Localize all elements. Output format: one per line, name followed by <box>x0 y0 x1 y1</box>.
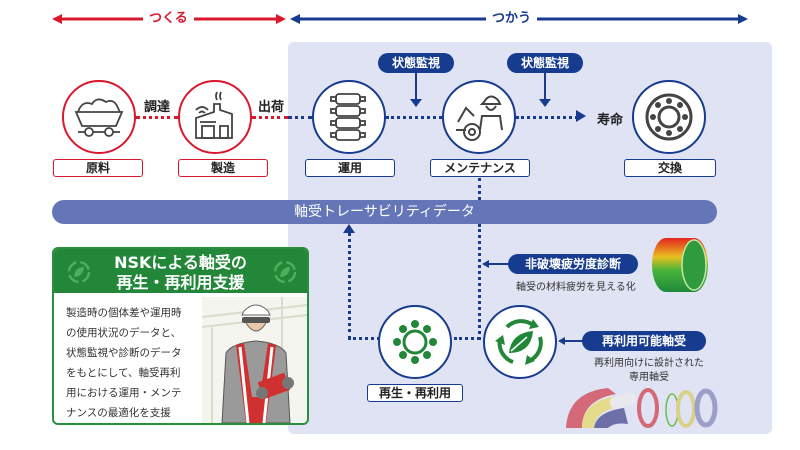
reusable-pill: 再利用可能軸受 <box>582 331 706 351</box>
use-phase-label: つかう <box>486 11 538 27</box>
bearing-green-icon <box>393 320 437 364</box>
recycle-leaf-icon-left <box>67 260 91 284</box>
nsk-support-box: NSKによる軸受の 再生・再利用支援 製造時の個体差や運用時 の使用状況のデータ… <box>52 247 309 425</box>
monitoring-arrowhead-2-icon <box>539 99 551 107</box>
description-line: をもとにして、軸受再利 <box>66 367 181 379</box>
bearing-icon <box>645 93 693 141</box>
procurement-connector <box>136 116 178 119</box>
bearing-parts-image <box>566 388 718 428</box>
rolling-mill-icon <box>330 93 366 141</box>
shipment-label: 出荷 <box>258 100 285 115</box>
shipment-connector-red <box>252 116 288 119</box>
maintenance-label: メンテナンス <box>430 159 530 177</box>
operation-maintenance-connector <box>386 116 442 119</box>
fatigue-ring-image <box>652 238 708 292</box>
factory-icon <box>195 91 233 139</box>
description-line: 用における運用・メンテ <box>66 387 182 399</box>
description-line: 製造時の個体差や運用時 <box>66 307 182 319</box>
regeneration-node <box>378 305 452 379</box>
manufacturing-node <box>178 80 252 154</box>
maintenance-down-connector <box>478 178 481 200</box>
traceability-data-bar: 軸受トレーサビリティデータ <box>52 200 717 224</box>
monitoring-pill-1: 状態監視 <box>378 53 454 73</box>
replacement-label: 交換 <box>624 159 716 177</box>
replacement-node <box>632 80 706 154</box>
maintenance-node <box>442 80 516 154</box>
return-loop-bottom-right <box>454 337 480 340</box>
manufacturing-label: 製造 <box>178 159 268 177</box>
ndt-subtitle: 軸受の材料疲労を見える化 <box>516 282 636 293</box>
raw-material-label: 原料 <box>53 159 143 177</box>
worker-illustration <box>202 297 307 423</box>
nsk-support-title-1: NSKによる軸受の <box>114 253 247 272</box>
ndt-arrow-icon <box>482 260 512 268</box>
procurement-label: 調達 <box>144 100 171 115</box>
recycle-leaf-icon-right <box>273 260 297 284</box>
lifespan-label: 寿命 <box>597 113 624 128</box>
maintenance-lifespan-connector <box>516 116 578 119</box>
monitoring-arrow-2 <box>544 73 546 101</box>
phase-arrows <box>52 14 748 24</box>
description-line: の使用状況のデータと、 <box>66 327 182 339</box>
raw-material-node <box>62 80 136 154</box>
monitoring-arrow-1 <box>415 73 417 101</box>
ndt-pill: 非破壊疲労度診断 <box>508 254 638 274</box>
reusable-subtitle-1: 再利用向けに設計された <box>594 358 704 369</box>
reusable-subtitle-2: 専用軸受 <box>629 372 669 383</box>
operation-label: 運用 <box>305 159 395 177</box>
return-loop-right <box>478 224 481 340</box>
operation-node <box>312 80 386 154</box>
shipment-connector-blue <box>288 116 312 119</box>
nsk-support-description: 製造時の個体差や運用時 の使用状況のデータと、 状態監視や診断のデータ をもとに… <box>54 293 196 423</box>
description-line: 状態監視や診断のデータ <box>66 347 182 359</box>
recycle-node <box>483 305 557 379</box>
return-arrowhead-icon <box>343 224 355 233</box>
return-loop-bottom-left <box>348 337 380 340</box>
nsk-support-header: NSKによる軸受の 再生・再利用支援 <box>54 249 307 293</box>
lifespan-arrowhead-icon <box>576 110 586 122</box>
regeneration-label: 再生・再利用 <box>367 384 463 402</box>
nsk-support-title-2: 再生・再利用支援 <box>116 273 245 292</box>
return-loop-left <box>348 232 351 340</box>
monitoring-arrowhead-1-icon <box>410 99 422 107</box>
make-phase-label: つくる <box>143 11 194 27</box>
maintenance-worker-icon <box>456 95 503 141</box>
ore-cart-icon <box>74 98 124 137</box>
recycle-leaf-icon <box>495 319 543 365</box>
monitoring-pill-2: 状態監視 <box>507 53 583 73</box>
description-line: ナンスの最適化を支援 <box>66 407 171 419</box>
